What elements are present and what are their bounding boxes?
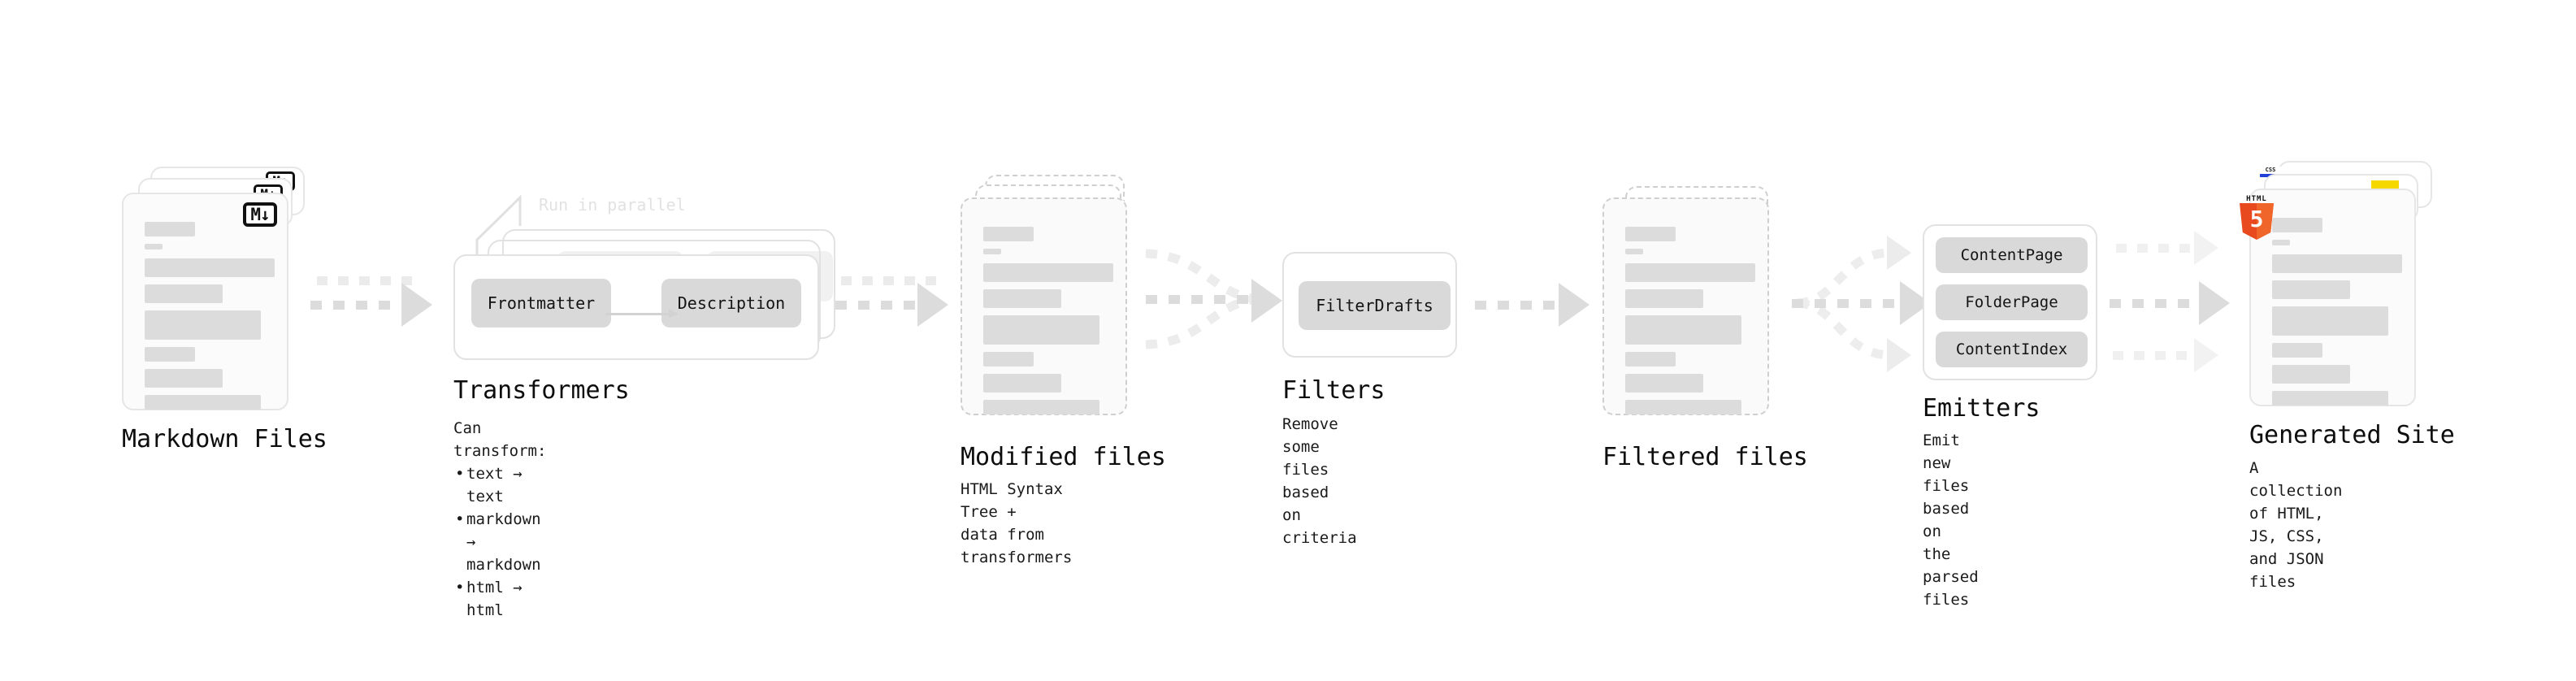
connector-arrowhead-bottom (2194, 338, 2218, 372)
emitter-chip-folderpage[interactable]: FolderPage (1936, 284, 2088, 320)
connector-dash-top (841, 276, 939, 285)
generated-site-description: A collection of HTML, JS, CSS, and JSON … (2249, 457, 2342, 593)
connector-dash-main (1146, 295, 1266, 304)
connector-arrowhead (1559, 283, 1589, 327)
page-title-modified-files: Modified files (961, 443, 1166, 471)
transformer-flow-arrow-front (605, 309, 678, 319)
connector-dash-main (2110, 299, 2212, 308)
description-line: JS, CSS, and JSON files (2249, 527, 2324, 591)
filtered-card-front (1602, 197, 1769, 415)
description-line: A collection of HTML, (2249, 459, 2343, 523)
list-item: markdown → markdown (453, 508, 546, 576)
page-title-emitters: Emitters (1923, 394, 2040, 423)
connector-dash-main (835, 301, 939, 310)
generated-site-stack: CSS HTML 5 (2240, 161, 2444, 421)
emitter-chip-contentpage[interactable]: ContentPage (1936, 237, 2088, 273)
card-content-lines (1625, 227, 1755, 422)
connector-arrowhead-main (2199, 281, 2230, 325)
connector-arrowhead-bottom (1887, 338, 1911, 372)
run-in-parallel-note: Run in parallel (539, 195, 686, 215)
modified-card-front (961, 197, 1127, 415)
card-content-lines (983, 227, 1113, 422)
description-line: Remove some files based (1282, 415, 1338, 501)
page-title-markdown-files: Markdown Files (122, 425, 327, 453)
description-line: HTML Syntax Tree + (961, 480, 1063, 521)
card-content-lines (2272, 218, 2402, 413)
connector-dash-top (2116, 244, 2204, 253)
transformers-description: Can transform: text → text markdown → ma… (453, 417, 546, 622)
description-line: Emit new files based on (1923, 432, 1970, 540)
connector-dash-top (317, 276, 423, 285)
modified-file-stack (961, 175, 1147, 435)
html5-badge-icon: HTML 5 (2240, 195, 2274, 241)
filtered-file-stack (1602, 175, 1789, 435)
description-line: on criteria (1282, 506, 1357, 547)
emitters-description: Emit new files based on the parsed files (1923, 429, 1979, 611)
list-item: text → text (453, 462, 546, 508)
transformers-can-transform-heading: Can transform: (453, 419, 547, 460)
emitters-group-box: ContentPage FolderPage ContentIndex (1923, 224, 2097, 380)
connector-arrowhead (1251, 279, 1282, 323)
filter-chip-filterdrafts[interactable]: FilterDrafts (1299, 281, 1451, 330)
markdown-card-front: M↓ (122, 193, 288, 410)
modified-files-description: HTML Syntax Tree + data from transformer… (961, 478, 1072, 569)
connector-dash-main (1475, 301, 1581, 310)
transformer-chip-frontmatter[interactable]: Frontmatter (471, 279, 611, 327)
emitter-chip-contentindex[interactable]: ContentIndex (1936, 332, 2088, 367)
filters-group-box: FilterDrafts (1282, 252, 1457, 358)
description-line: the parsed files (1923, 545, 1979, 609)
connector-arrowhead-top (1887, 236, 1911, 270)
card-content-lines (145, 222, 275, 417)
connector-arrowhead-top (2194, 231, 2218, 265)
connector-dash-main (310, 301, 423, 310)
page-title-filtered-files: Filtered files (1602, 443, 1808, 471)
list-item: html → html (453, 576, 546, 622)
filters-description: Remove some files based on criteria (1282, 413, 1357, 549)
connector-arrowhead (917, 283, 948, 327)
generated-card-front: HTML 5 (2240, 189, 2416, 406)
page-title-transformers: Transformers (453, 376, 630, 405)
markdown-badge-icon: M↓ (243, 202, 277, 227)
description-line: data from transformers (961, 526, 1073, 566)
page-title-filters: Filters (1282, 376, 1386, 405)
transformers-bullet-list: text → text markdown → markdown html → h… (453, 462, 546, 622)
connector-dash-main (1792, 299, 1912, 308)
connector-arrowhead (401, 283, 432, 327)
markdown-file-stack: M↓ M↓ M↓ (122, 167, 309, 427)
transformer-group-front: Frontmatter Description (453, 254, 819, 360)
page-title-generated-site: Generated Site (2249, 421, 2455, 449)
transformer-chip-description[interactable]: Description (661, 279, 801, 327)
connector-fanout-curves (1797, 248, 1888, 360)
connector-dash-bottom (2113, 351, 2204, 360)
